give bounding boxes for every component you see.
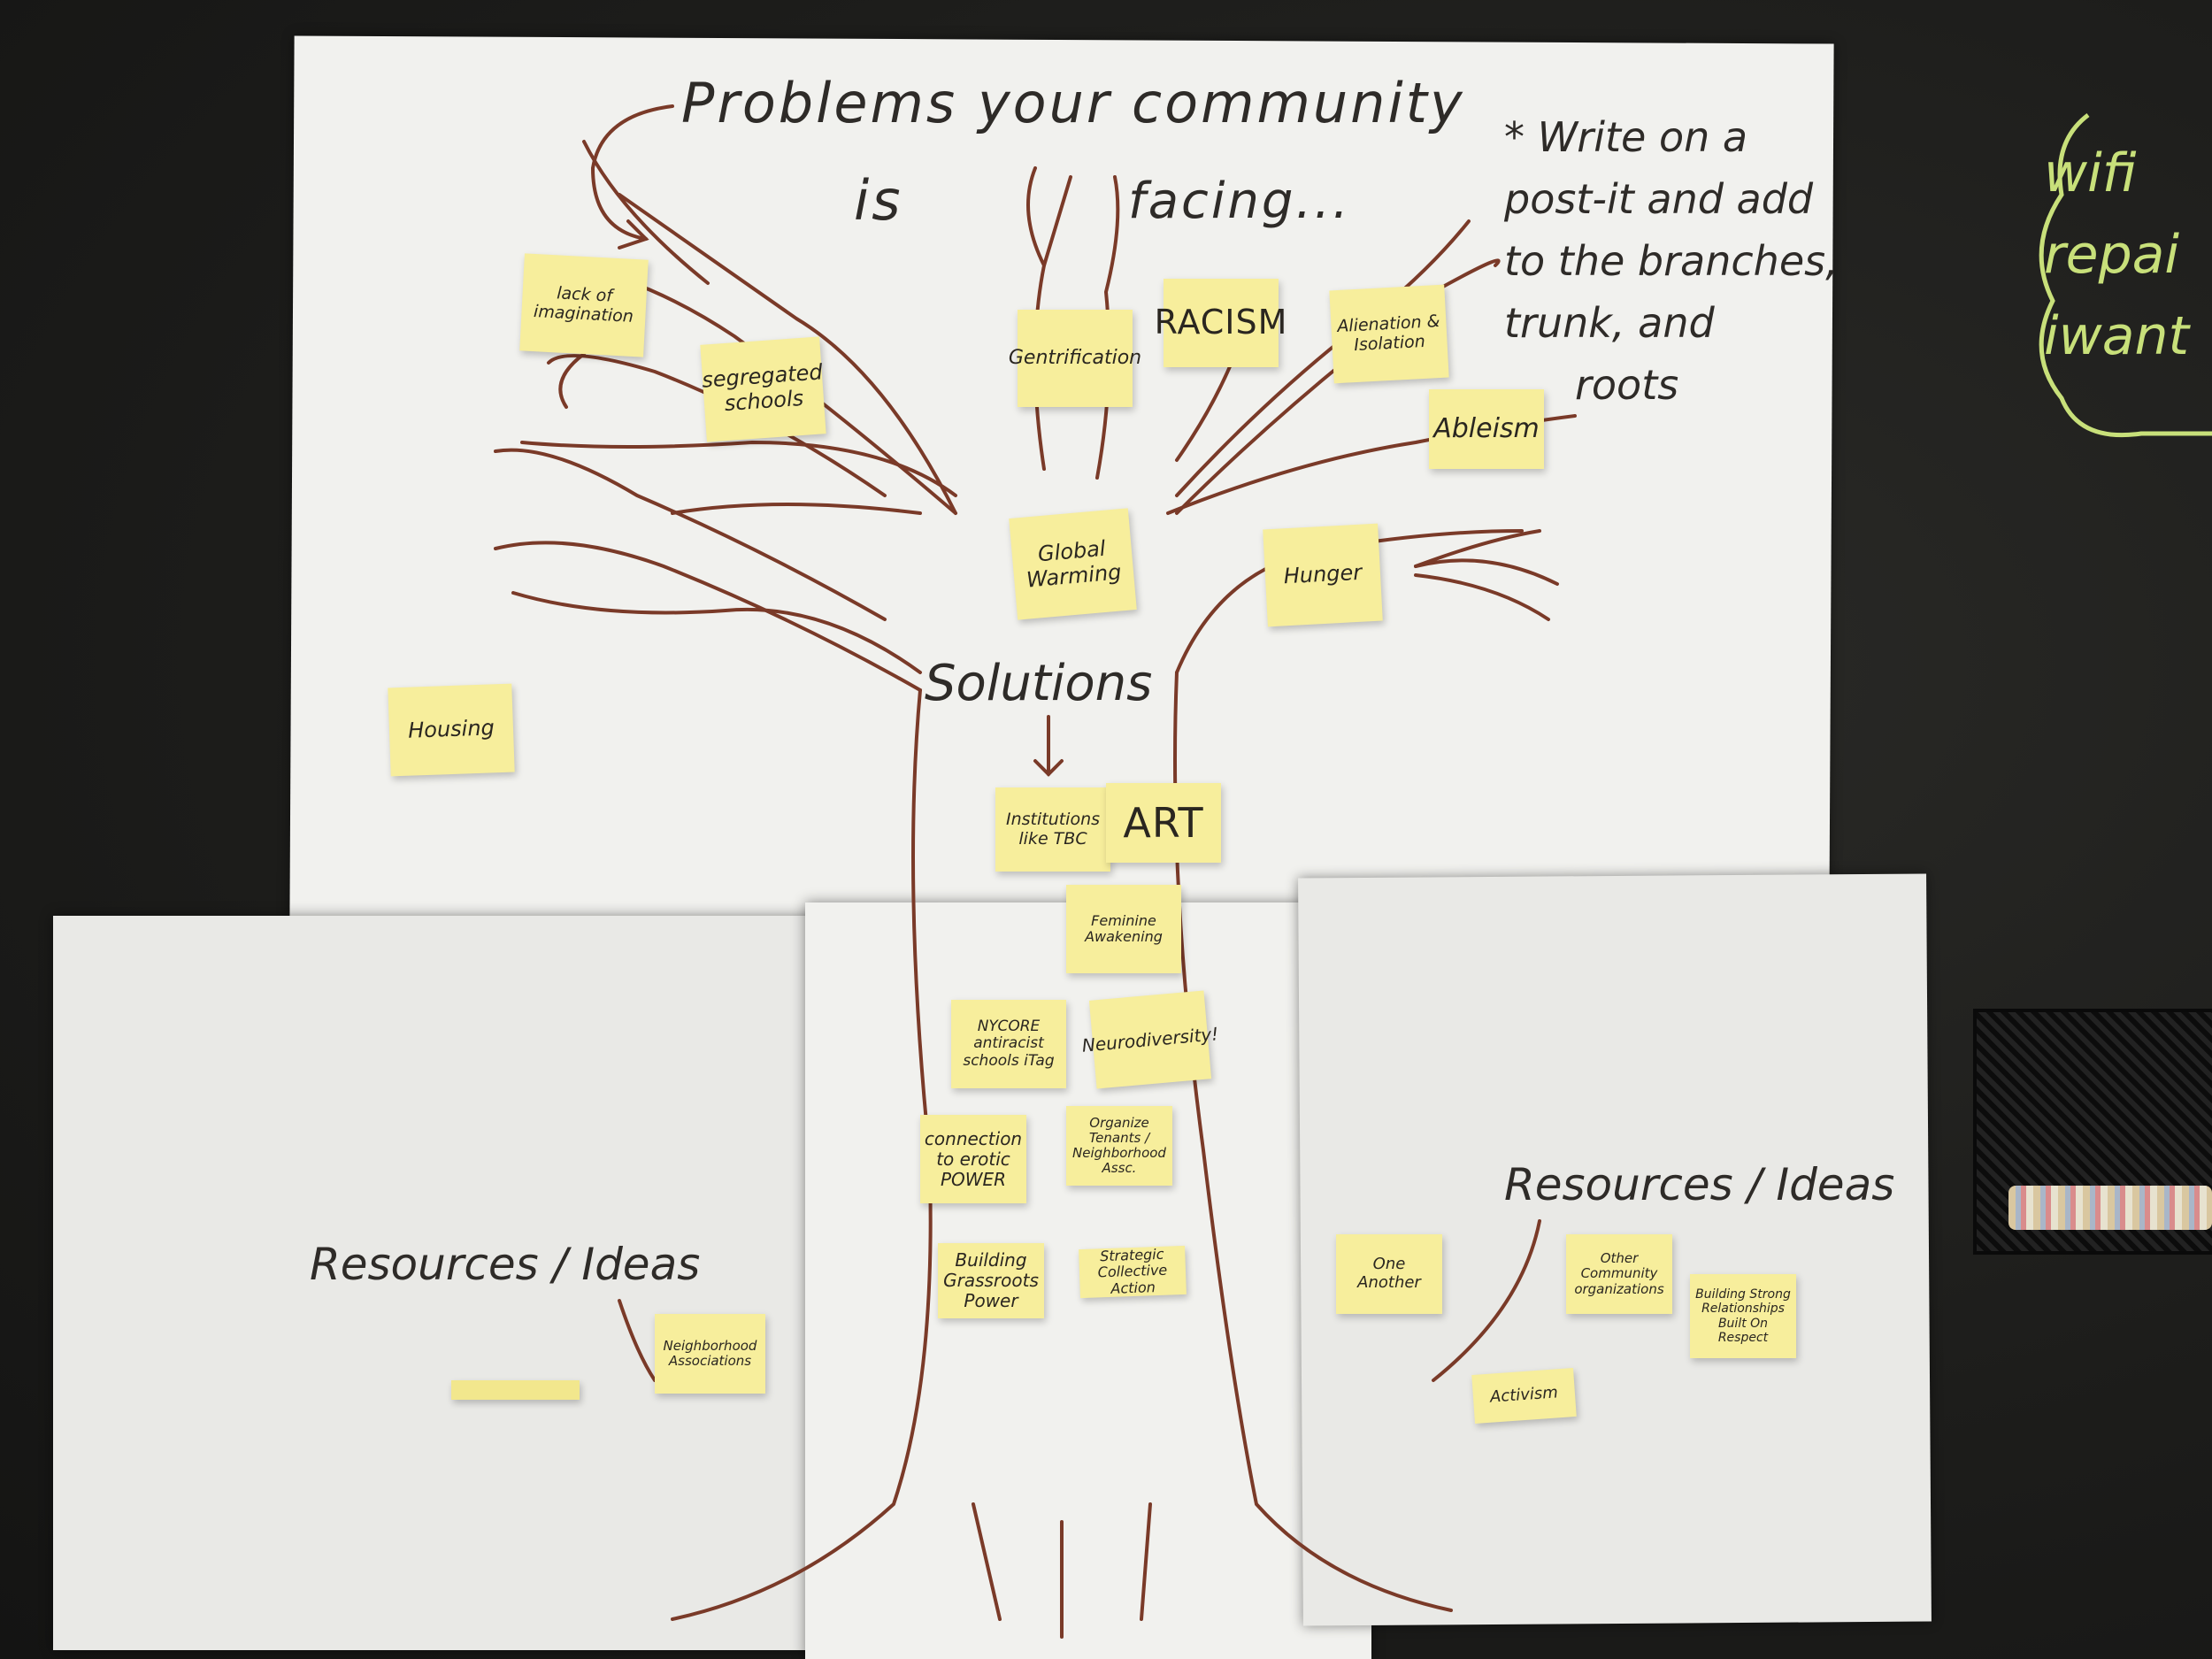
postit-solution: NYCORE antiracist schools iTag: [951, 1000, 1066, 1088]
postit-problem: Ableism: [1429, 389, 1544, 469]
postit-problem: Gentrification: [1009, 310, 1141, 407]
postit-solution: Institutions like TBC: [995, 787, 1110, 872]
page-title: Problems your community: [681, 71, 1465, 135]
page-title-is: is: [854, 168, 903, 233]
postit-resource: One Another: [1336, 1234, 1442, 1314]
paper-sheet-bottom-left: [53, 916, 938, 1650]
instructions-line: * Write on a: [1504, 113, 1748, 161]
chalk-line: iwant: [2044, 305, 2190, 367]
postit-problem: RACISM: [1155, 279, 1286, 367]
chalk-cloud-outline: [2039, 113, 2212, 438]
postit-solution: connection to erotic POWER: [920, 1115, 1026, 1203]
postit-solution: Strategic Collective Action: [1079, 1246, 1187, 1299]
instructions: * Write on a post-it and add to the bran…: [1504, 106, 1839, 416]
postit-problem: segregated schools: [700, 336, 826, 442]
chalk-pile: [2008, 1186, 2212, 1230]
postit-problem: Global Warming: [1009, 508, 1137, 620]
resources-label-left: Resources / Ideas: [310, 1239, 701, 1290]
postit-solution: Building Grassroots Power: [938, 1243, 1044, 1318]
postit-solution: Organize Tenants / Neighborhood Assc.: [1066, 1106, 1172, 1186]
instructions-line: trunk, and: [1504, 299, 1715, 347]
postit-problem: Hunger: [1263, 523, 1383, 627]
instructions-line: to the branches,: [1504, 237, 1839, 285]
postit-resource: Neighborhood Associations: [655, 1314, 765, 1394]
postit-solution: Feminine Awakening: [1066, 885, 1181, 973]
resources-label-right: Resources / Ideas: [1504, 1159, 1895, 1210]
instructions-line: roots: [1575, 361, 1679, 409]
postit-problem: lack of imagination: [519, 253, 649, 357]
postit-resource: Activism: [1471, 1368, 1577, 1424]
instructions-line: post-it and add: [1504, 175, 1814, 223]
postit-resource: Building Strong Relationships Built On R…: [1690, 1274, 1796, 1358]
postit-solution: ART: [1106, 783, 1221, 863]
postit-resource: Other Community organizations: [1566, 1234, 1672, 1314]
chalk-line: repai: [2044, 224, 2180, 286]
chalk-writing: wifi repai iwant: [2044, 133, 2189, 377]
postit-problem: Alienation & Isolation: [1329, 284, 1449, 384]
postit-folded: [451, 1380, 580, 1400]
page-title-facing: facing...: [1128, 173, 1351, 230]
solutions-label: Solutions: [925, 655, 1153, 712]
postit-problem: Housing: [388, 683, 515, 777]
postit-solution: Neurodiversity!: [1081, 990, 1219, 1089]
